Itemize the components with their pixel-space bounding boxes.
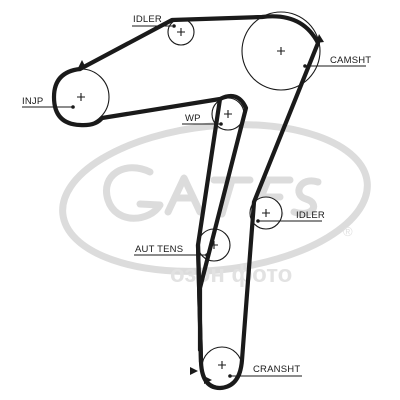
cranksht-timing-mark-icon: [190, 367, 198, 375]
cranksht-timing-mark-2-icon: [204, 376, 212, 384]
timing-belt-injp-wrap: [51, 66, 105, 128]
timing-belt: [77, 14, 321, 391]
label-water-pump: WP: [185, 113, 201, 124]
camsht-timing-mark-icon: [316, 34, 324, 43]
idler-right-center-icon: [262, 209, 270, 217]
label-crankshaft: CRANSHT: [253, 364, 300, 375]
cranksht-center-icon: [218, 361, 226, 369]
gates-logo-icon: ® озон фото: [59, 121, 371, 288]
watermark-text: озон фото: [170, 261, 292, 288]
label-camshaft: CAMSHT: [330, 55, 371, 66]
wp-center-icon: [224, 110, 232, 118]
camshaft-center-icon: [277, 47, 285, 55]
label-idler-right: IDLER: [296, 210, 325, 221]
idler-top-center-icon: [177, 28, 185, 36]
label-leaders: [22, 24, 366, 378]
pulley-center-crosses: [77, 28, 285, 369]
label-idler-top: IDLER: [133, 14, 162, 25]
label-injection-pump: INJP: [22, 96, 43, 107]
timing-belt-tension-span: [195, 242, 204, 365]
aut-tens-center-icon: [210, 241, 218, 249]
injp-center-icon: [77, 93, 85, 101]
injp-timing-mark-icon: [78, 60, 86, 68]
registered-mark: ®: [343, 224, 353, 239]
label-auto-tensioner: AUT TENS: [135, 244, 183, 255]
